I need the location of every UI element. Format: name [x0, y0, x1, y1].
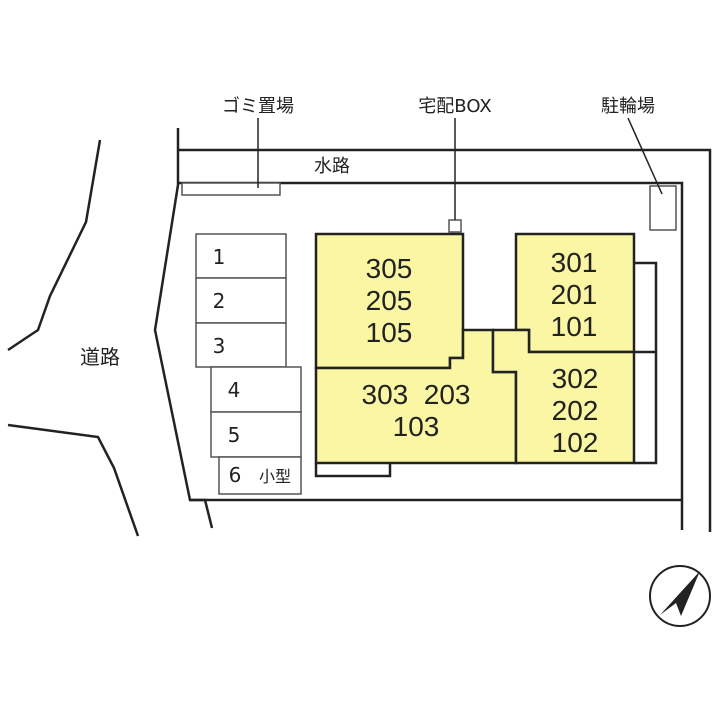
unit-southeast-line-2: 202: [552, 395, 599, 426]
waterway-lower-edge: [178, 181, 684, 530]
road-label: 道路: [80, 345, 120, 369]
bicycle-label: 駐輪場: [601, 96, 655, 117]
garbage-label: ゴミ置場: [222, 96, 294, 117]
unit-southwest-line-1: 303 203: [362, 379, 471, 410]
bicycle-parking: [649, 185, 677, 231]
delivery-box: [448, 219, 462, 233]
parking-2: 2: [213, 289, 226, 313]
bicycle-leader: [627, 117, 663, 195]
unit-west-line-2: 205: [366, 285, 413, 316]
delivery-box-label: 宅配BOX: [418, 96, 491, 117]
unit-southwest-line-2: 103: [393, 411, 440, 442]
road-boundary-left: [7, 139, 102, 352]
parking-3: 3: [213, 334, 226, 358]
unit-west-line-3: 105: [366, 317, 413, 348]
parking-1: 1: [213, 245, 226, 269]
garbage-area: [181, 182, 281, 196]
waterway-label: 水路: [314, 156, 350, 177]
balcony-south: [314, 463, 392, 478]
unit-northeast-line-3: 101: [551, 311, 598, 342]
unit-west-line-1: 305: [366, 253, 413, 284]
parking-spaces: [195, 233, 302, 495]
unit-northeast-line-1: 301: [551, 247, 598, 278]
parking-6-small: 小型: [259, 467, 291, 486]
north-arrow-icon: [649, 565, 711, 627]
unit-southeast-line-1: 302: [552, 363, 599, 394]
road-boundary-left-lower: [7, 423, 140, 537]
unit-northeast-line-2: 201: [551, 279, 598, 310]
balcony-east: [634, 261, 658, 465]
parking-4: 4: [228, 378, 241, 402]
property-boundary: [153, 128, 712, 532]
unit-southeast-line-3: 102: [552, 427, 599, 458]
building-unit-southeast: [491, 328, 636, 465]
parking-5: 5: [228, 423, 241, 447]
parking-6: 6: [229, 463, 242, 487]
